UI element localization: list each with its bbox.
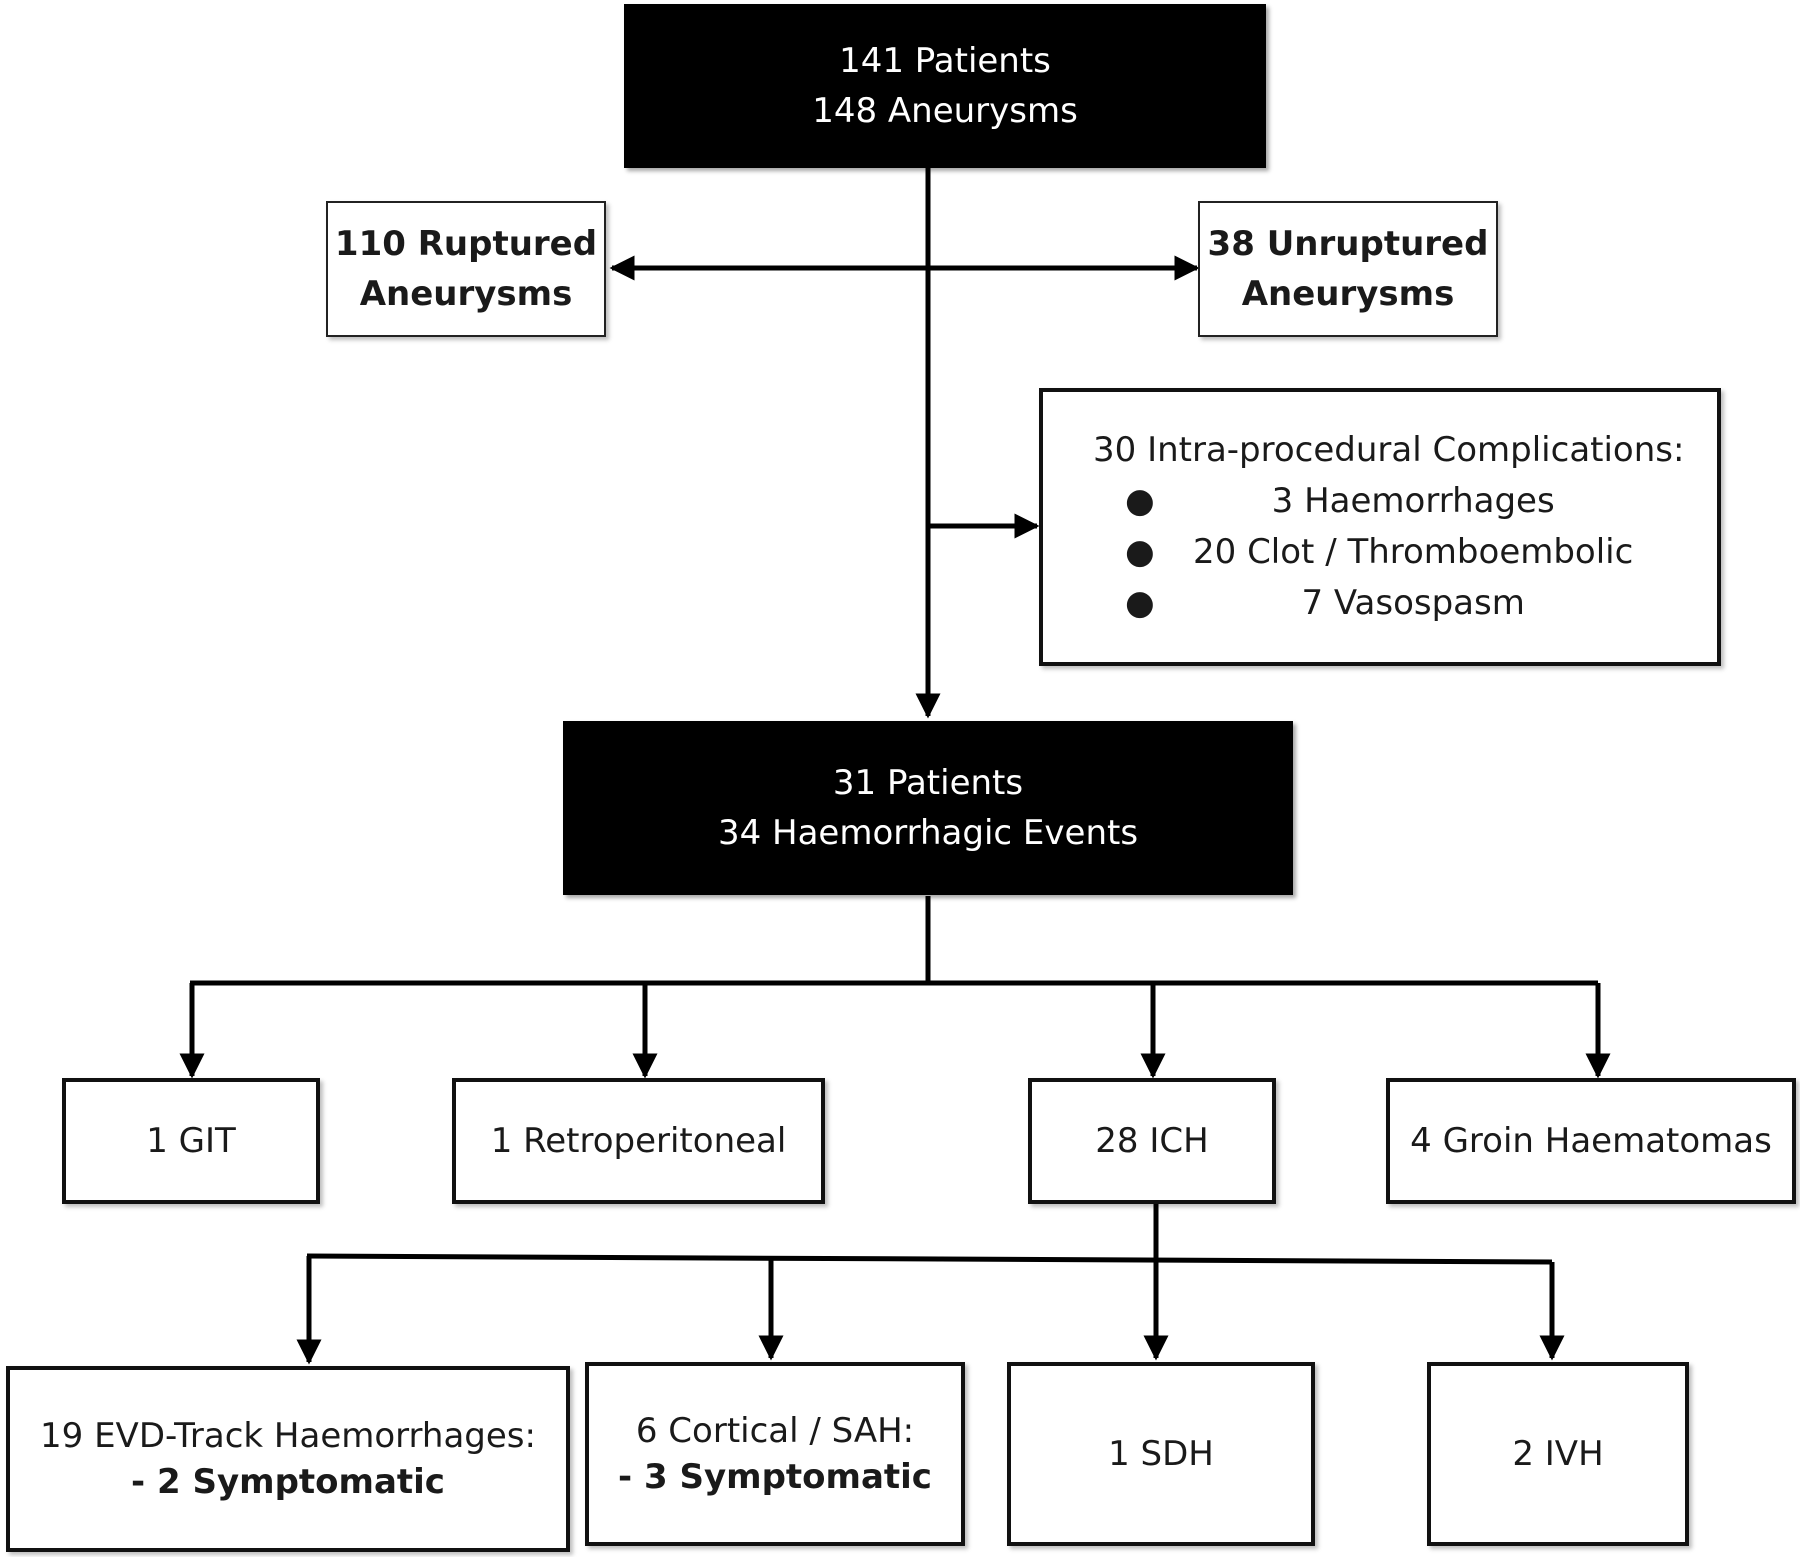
ivh-box: 2 IVH — [1427, 1362, 1689, 1546]
unruptured-line2: Aneurysms — [1241, 274, 1455, 314]
haemorrhagic-events-label: 34 Haemorrhagic Events — [717, 813, 1139, 853]
bullet-icon: ● — [1125, 583, 1155, 623]
list-item: ● 7 Vasospasm — [1093, 578, 1633, 629]
unruptured-line1: 38 Unruptured — [1207, 224, 1489, 264]
ruptured-line1: 110 Ruptured — [334, 224, 598, 264]
cortical-symptomatic-label: - 3 Symptomatic — [618, 1457, 932, 1497]
sdh-label: 1 SDH — [1108, 1434, 1214, 1474]
ruptured-line2: Aneurysms — [359, 274, 573, 314]
complications-title: 30 Intra-procedural Complications: — [1093, 430, 1685, 470]
haemorrhagic-events-box: 31 Patients 34 Haemorrhagic Events — [563, 721, 1293, 895]
sdh-box: 1 SDH — [1007, 1362, 1315, 1546]
list-item: ● 3 Haemorrhages — [1093, 476, 1633, 527]
retroperitoneal-box: 1 Retroperitoneal — [452, 1078, 825, 1204]
retroperitoneal-label: 1 Retroperitoneal — [490, 1121, 787, 1161]
total-aneurysms-label: 148 Aneurysms — [812, 91, 1078, 131]
groin-haematomas-label: 4 Groin Haematomas — [1410, 1121, 1772, 1161]
complication-haemorrhages: 3 Haemorrhages — [1271, 481, 1555, 521]
ruptured-aneurysms-box: 110 Ruptured Aneurysms — [326, 201, 606, 337]
ich-bar — [306, 1253, 1553, 1265]
evd-track-box: 19 EVD-Track Haemorrhages: - 2 Symptomat… — [6, 1366, 570, 1552]
list-item: ● 20 Clot / Thromboembolic — [1093, 527, 1633, 578]
unruptured-aneurysms-box: 38 Unruptured Aneurysms — [1198, 201, 1498, 337]
evd-track-label: 19 EVD-Track Haemorrhages: — [40, 1416, 536, 1456]
total-patients-box: 141 Patients 148 Aneurysms — [624, 4, 1266, 168]
haemorrhagic-patients-label: 31 Patients — [832, 763, 1024, 803]
complication-vasospasm: 7 Vasospasm — [1301, 583, 1525, 623]
ich-box: 28 ICH — [1028, 1078, 1276, 1204]
cortical-sah-box: 6 Cortical / SAH: - 3 Symptomatic — [585, 1362, 965, 1546]
ivh-label: 2 IVH — [1512, 1434, 1604, 1474]
bullet-icon: ● — [1125, 481, 1155, 521]
git-box: 1 GIT — [62, 1078, 320, 1204]
ich-label: 28 ICH — [1095, 1121, 1209, 1161]
complications-list: ● 3 Haemorrhages ● 20 Clot / Thromboemboli… — [1093, 476, 1633, 629]
total-patients-label: 141 Patients — [839, 41, 1051, 81]
groin-haematomas-box: 4 Groin Haematomas — [1386, 1078, 1796, 1204]
git-label: 1 GIT — [146, 1121, 236, 1161]
cortical-sah-label: 6 Cortical / SAH: — [635, 1411, 915, 1451]
bullet-icon: ● — [1125, 532, 1155, 572]
complication-thromboembolic: 20 Clot / Thromboembolic — [1193, 532, 1634, 572]
complications-box: 30 Intra-procedural Complications: ● 3 Ha… — [1039, 388, 1721, 666]
evd-symptomatic-label: - 2 Symptomatic — [131, 1462, 445, 1502]
